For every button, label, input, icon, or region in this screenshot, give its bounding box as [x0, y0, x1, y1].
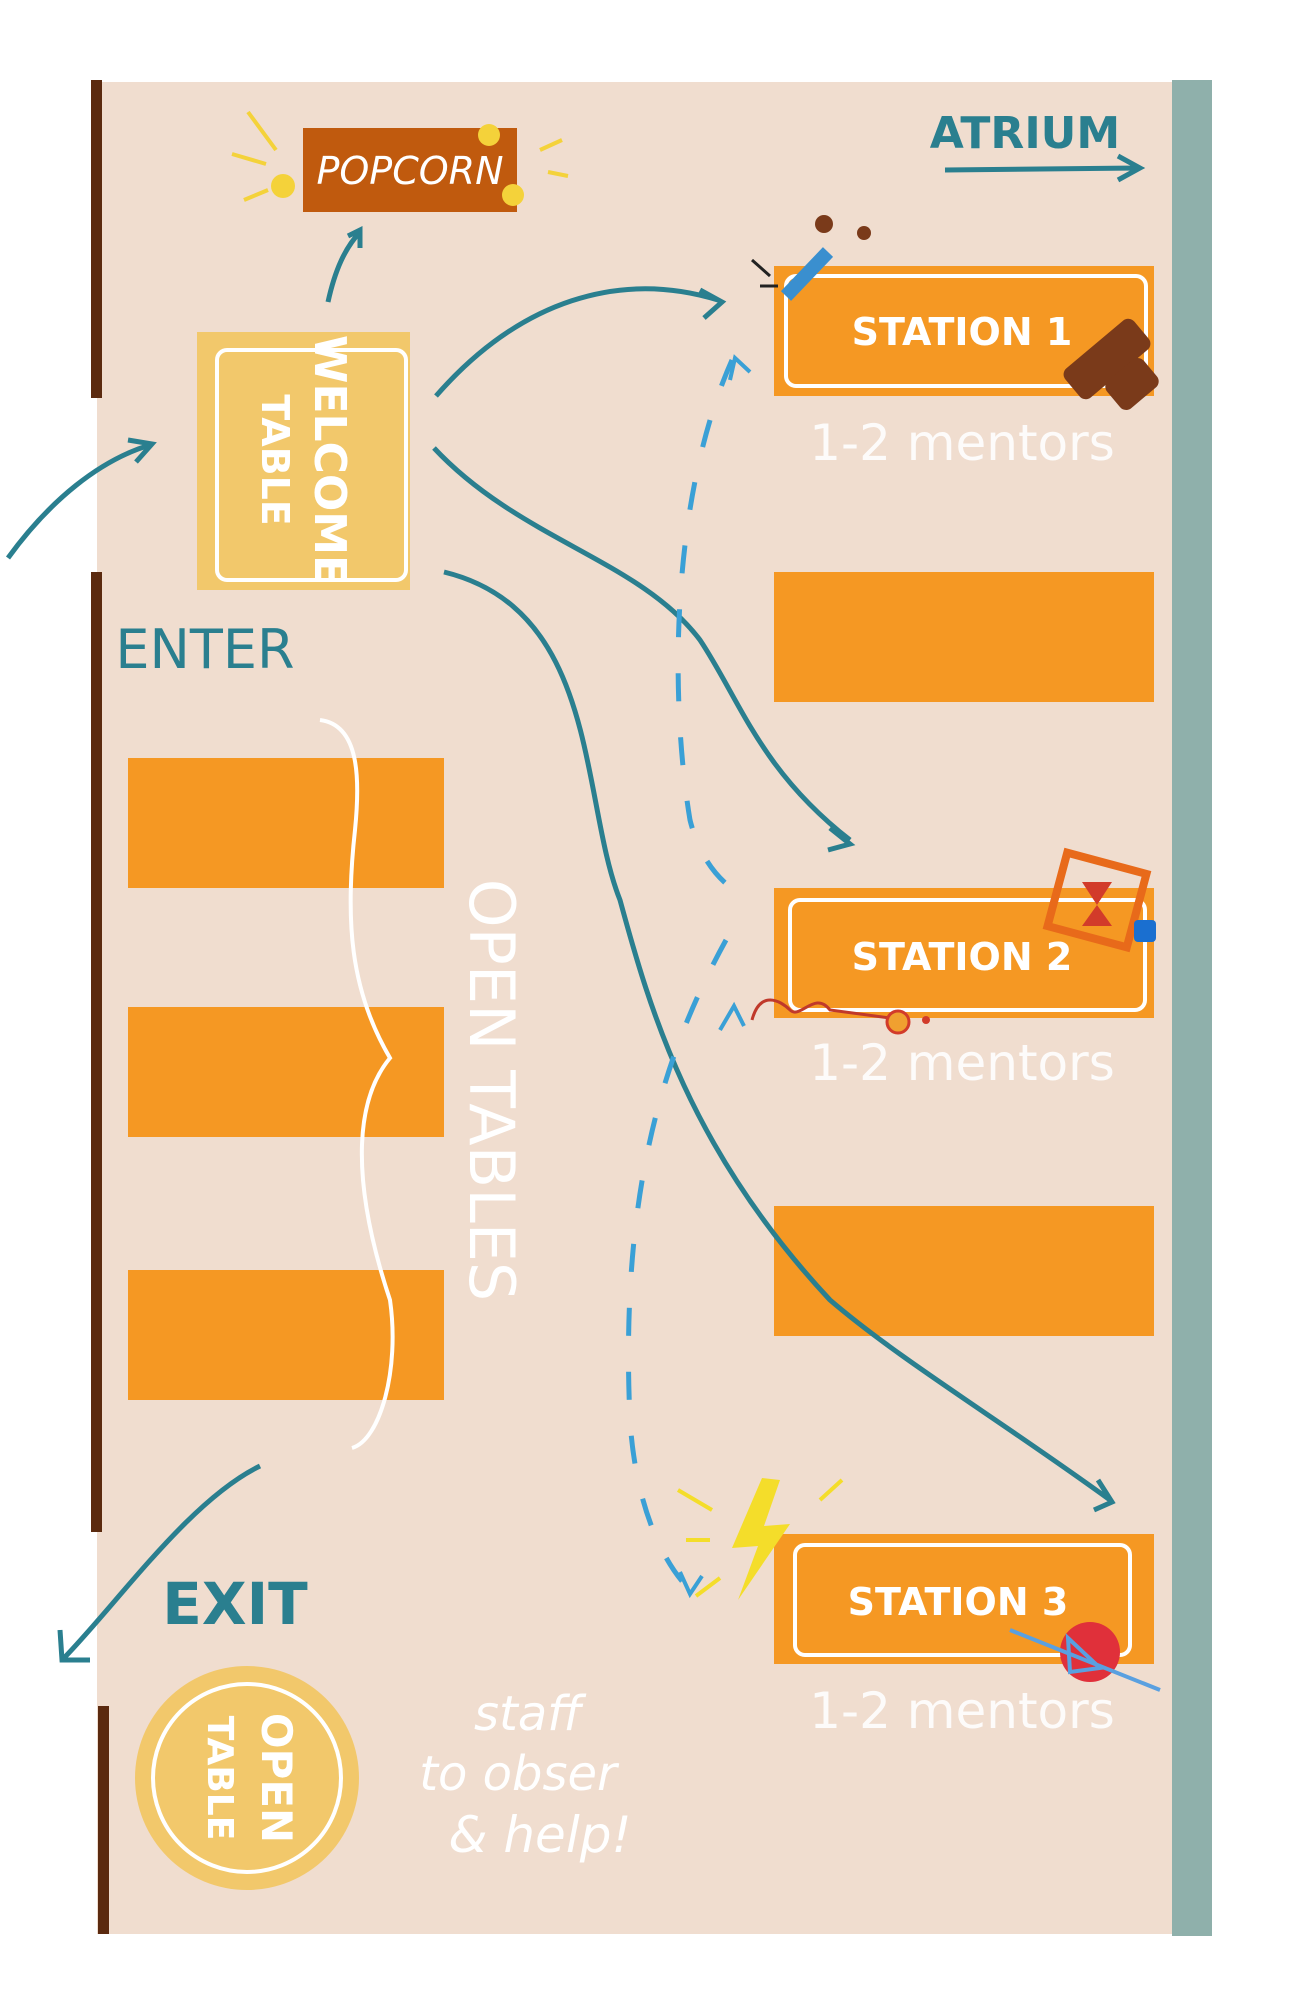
- open-table-round: OPEN TABLE: [135, 1666, 359, 1890]
- empty-table-right-1: [774, 572, 1154, 702]
- staff-note-line2: to obser: [419, 1746, 620, 1802]
- route-to-station-1: [434, 286, 727, 398]
- station-3: STATION 3: [774, 1534, 1154, 1664]
- microscope-icon: [751, 215, 871, 301]
- popcorn-sign: POPCORN: [231, 110, 569, 212]
- circuit-icon: [750, 998, 930, 1035]
- dashed-route-loop: [626, 358, 736, 1592]
- hourglass-icon: [1042, 847, 1156, 953]
- popcorn-label: POPCORN: [316, 149, 503, 193]
- station-3-mentors: 1-2 mentors: [809, 1682, 1115, 1740]
- lightning-icon: [676, 1478, 844, 1600]
- dashed-arrowheads: [678, 354, 752, 1599]
- station-2-label: STATION 2: [852, 935, 1073, 979]
- exit-arrow: [57, 1463, 262, 1663]
- open-tables-label: OPEN TABLES: [455, 879, 528, 1302]
- open-table-2: [128, 1007, 444, 1137]
- left-wall-middle: [91, 572, 102, 1532]
- popcorn-icon: [231, 110, 569, 206]
- welcome-table-line2: TABLE: [253, 394, 297, 526]
- station-1-label: STATION 1: [852, 310, 1073, 354]
- left-wall-bottom: [98, 1706, 109, 1934]
- welcome-table: WELCOME TABLE: [197, 332, 410, 590]
- welcome-table-line1: WELCOME: [304, 335, 355, 585]
- wood-blocks-icon: [1063, 318, 1159, 410]
- atrium-wall: [1172, 80, 1212, 1936]
- diode-icon: [1009, 1622, 1161, 1692]
- staff-note-line1: staff: [474, 1686, 587, 1742]
- station-2-mentors: 1-2 mentors: [809, 1034, 1115, 1092]
- open-tables-brace: [319, 718, 395, 1450]
- atrium-arrow: [944, 153, 1146, 183]
- open-table-1: [128, 758, 444, 888]
- station-3-label: STATION 3: [848, 1580, 1069, 1624]
- empty-table-right-2: [774, 1206, 1154, 1336]
- exit-label: EXIT: [162, 1570, 308, 1638]
- enter-arrow: [5, 437, 157, 560]
- arrow-to-popcorn: [325, 225, 363, 303]
- station-2: STATION 2: [774, 888, 1154, 1018]
- open-table-line2: TABLE: [199, 1716, 240, 1841]
- station-1-mentors: 1-2 mentors: [809, 414, 1115, 472]
- left-wall-top: [91, 80, 102, 398]
- atrium-label: ATRIUM: [930, 108, 1120, 159]
- route-to-station-2: [432, 446, 856, 853]
- open-table-3: [128, 1270, 444, 1400]
- open-table-line1: OPEN: [252, 1713, 301, 1843]
- enter-label: ENTER: [115, 618, 294, 681]
- staff-note-line3: & help!: [448, 1806, 631, 1864]
